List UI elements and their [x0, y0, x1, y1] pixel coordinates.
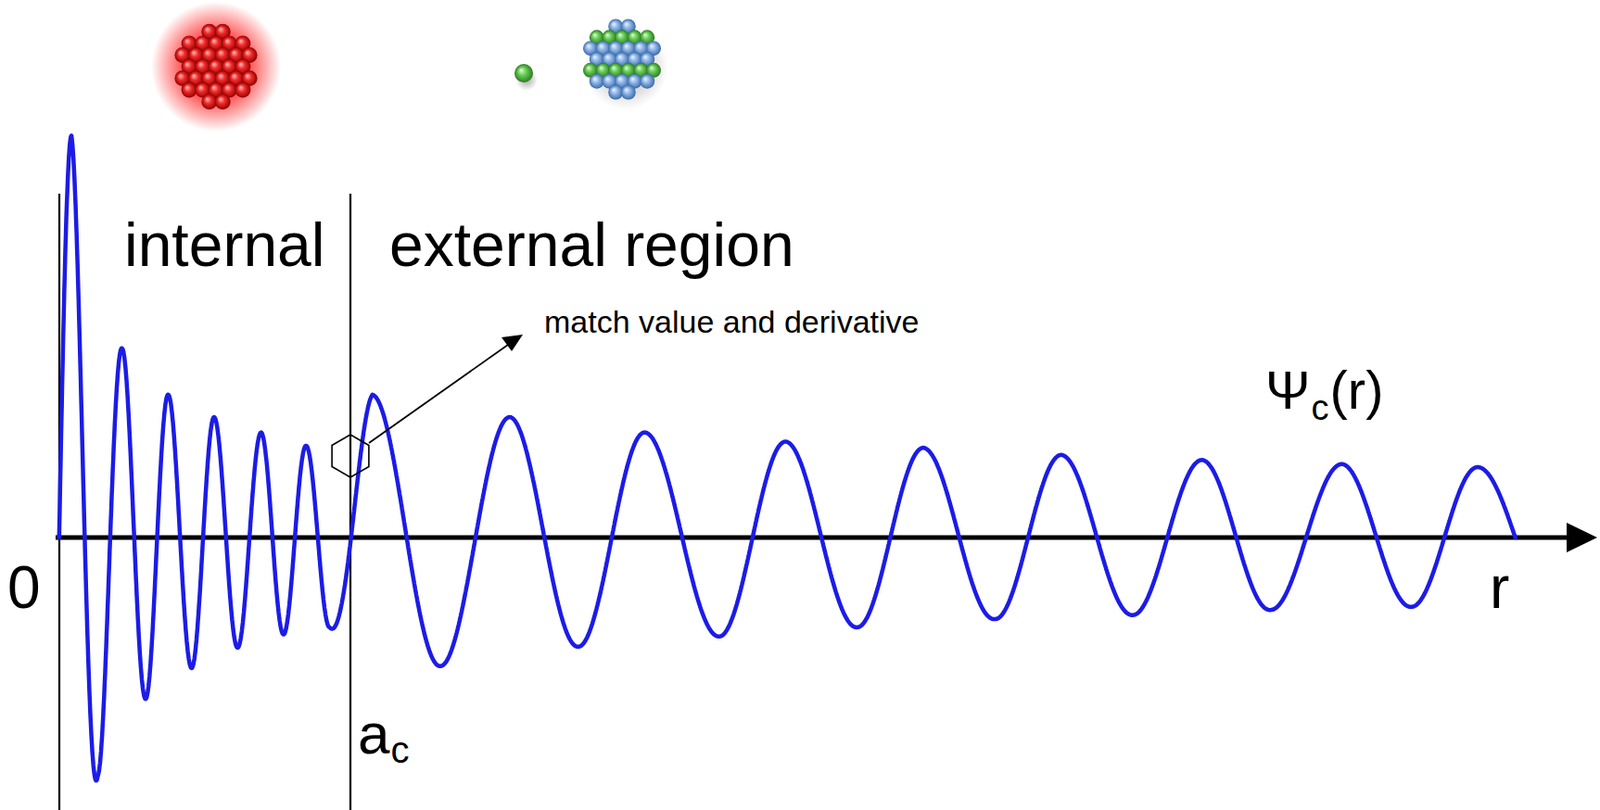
nucleus-shadow: [583, 24, 669, 110]
region-label: external region: [389, 214, 795, 276]
region-label: internal: [124, 214, 325, 276]
nucleon-sphere: [589, 74, 605, 89]
radius-subscript: c: [391, 731, 410, 769]
nucleus-icons: [151, 1, 669, 132]
r-axis: [55, 535, 1576, 541]
nucleon-sphere: [639, 74, 655, 89]
leader-arrowhead: [501, 334, 523, 352]
annotation-text: match value and derivative: [544, 305, 919, 338]
matching-point-marker: [331, 434, 369, 478]
proton-sphere: [234, 82, 251, 99]
wave-function: [59, 135, 1516, 781]
proton-sphere: [215, 93, 231, 110]
function-subscript: c: [1311, 390, 1330, 426]
channel-radius-line: [349, 193, 352, 810]
function-argument: (r): [1330, 363, 1385, 418]
nucleus-glow: [151, 1, 281, 132]
axis-origin: 0: [7, 558, 41, 618]
axis-label: r: [1489, 558, 1510, 618]
radius-symbol: a: [357, 705, 390, 763]
function-symbol: Ψ: [1265, 363, 1310, 418]
light-particle: [514, 63, 534, 83]
nucleon-sphere: [621, 85, 636, 101]
proton-sphere: [181, 82, 198, 99]
axis-arrowhead: [1566, 522, 1598, 553]
leader-line: [368, 344, 508, 444]
